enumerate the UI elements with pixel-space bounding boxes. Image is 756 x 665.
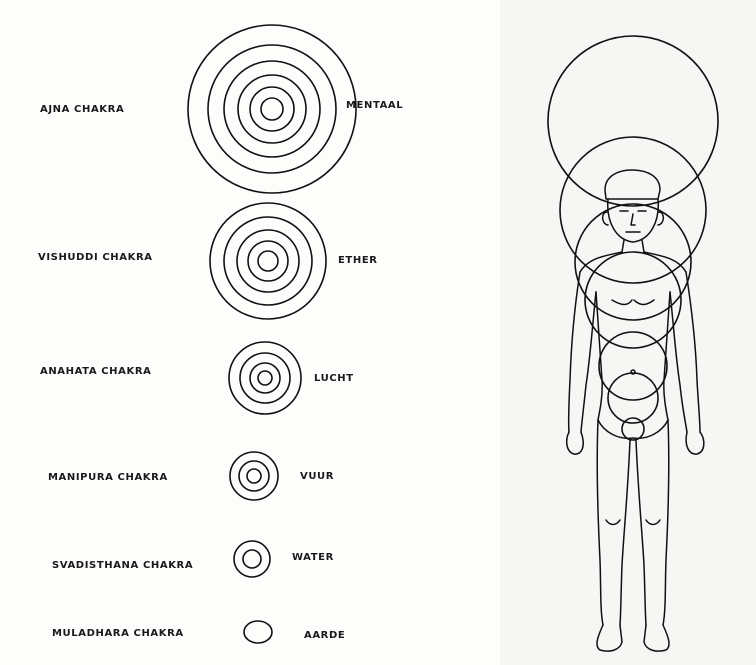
spiral-symbol <box>210 203 326 319</box>
chakra-name-label: AJNA CHAKRA <box>40 104 124 115</box>
element-label: ETHER <box>338 255 378 266</box>
chakra-name-label: MULADHARA CHAKRA <box>52 628 184 639</box>
element-label: AARDE <box>304 630 345 641</box>
spiral-symbol <box>244 621 272 643</box>
chakra-name-label: VISHUDDI CHAKRA <box>38 252 153 263</box>
chakra-row-manipura: MANIPURA CHAKRA VUUR <box>48 452 334 500</box>
spiral-symbol <box>234 541 270 577</box>
chakra-row-ajna: AJNA CHAKRA MENTAAL <box>40 25 403 193</box>
spiral-symbol <box>230 452 278 500</box>
element-label: LUCHT <box>314 373 354 384</box>
chakra-spiral-list: AJNA CHAKRA MENTAAL VISHUDDI CHAKRA <box>38 25 403 643</box>
chakra-name-label: ANAHATA CHAKRA <box>40 366 151 377</box>
element-label: WATER <box>292 552 334 563</box>
chakra-row-muladhara: MULADHARA CHAKRA AARDE <box>52 621 345 643</box>
spiral-symbol <box>188 25 356 193</box>
chakra-row-anahata: ANAHATA CHAKRA LUCHT <box>40 342 354 414</box>
element-label: VUUR <box>300 471 334 482</box>
chakra-name-label: MANIPURA CHAKRA <box>48 472 168 483</box>
chakra-name-label: SVADISTHANA CHAKRA <box>52 560 193 571</box>
chakra-row-svadisthana: SVADISTHANA CHAKRA WATER <box>52 541 334 577</box>
element-label: MENTAAL <box>346 100 403 111</box>
chakra-row-vishuddi: VISHUDDI CHAKRA ETHER <box>38 203 378 319</box>
spiral-symbol <box>229 342 301 414</box>
